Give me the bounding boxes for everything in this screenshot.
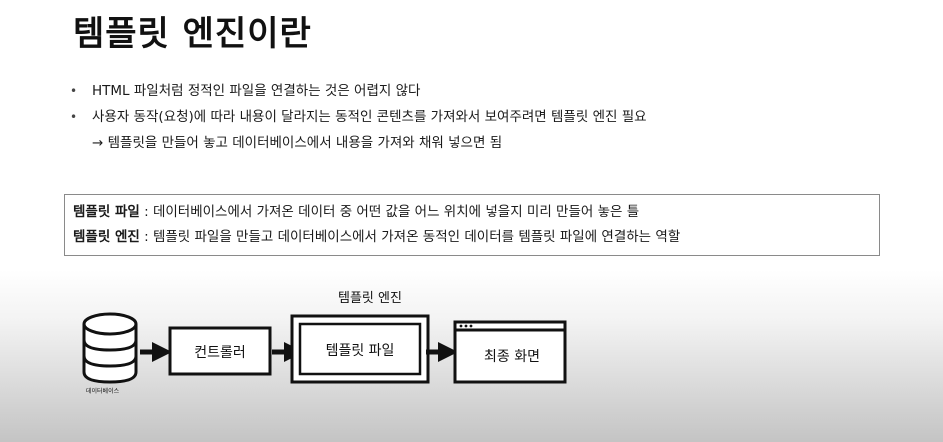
controller-box [168,326,272,376]
controller-label: 컨트롤러 [194,345,246,361]
engine-label: 템플릿 엔진 [338,291,402,306]
bullet-text: HTML 파일처럼 정적인 파일을 연결하는 것은 어렵지 않다 [92,83,421,99]
sub-point: → 템플릿을 만들어 놓고 데이터베이스에서 내용을 가져와 채워 넣으면 됨 [92,135,503,151]
definition-desc: : 템플릿 파일을 만들고 데이터베이스에서 가져온 동적인 데이터를 템플릿 … [139,229,681,245]
template-file-label: 템플릿 파일 [326,343,395,359]
flow-diagram: 데이터베이스 컨트롤러 템플릿 엔진 템플릿 파일 최종 화면 [82,291,567,395]
bullet-item: • HTML 파일처럼 정적인 파일을 연결하는 것은 어렵지 않다 [70,78,647,104]
bullet-item: • 사용자 동작(요청)에 따라 내용이 달라지는 동적인 콘텐츠를 가져와서 … [70,104,647,130]
definition-term: 템플릿 엔진 [73,229,140,245]
definition-box: 템플릿 파일 : 데이터베이스에서 가져온 데이터 중 어떤 값을 어느 위치에… [64,194,880,256]
definition-row: 템플릿 엔진 : 템플릿 파일을 만들고 데이터베이스에서 가져온 동적인 데이… [73,225,871,250]
definition-term: 템플릿 파일 [73,204,140,220]
bullet-list: • HTML 파일처럼 정적인 파일을 연결하는 것은 어렵지 않다 • 사용자… [70,78,647,156]
template-file-box [298,322,422,376]
definition-row: 템플릿 파일 : 데이터베이스에서 가져온 데이터 중 어떤 값을 어느 위치에… [73,200,871,225]
bullet-text: 사용자 동작(요청)에 따라 내용이 달라지는 동적인 콘텐츠를 가져와서 보여… [92,109,647,125]
slide-title: 템플릿 엔진이란 [73,14,312,54]
browser-window-icon [453,320,567,384]
definition-desc: : 데이터베이스에서 가져온 데이터 중 어떤 값을 어느 위치에 넣을지 미리… [139,204,640,220]
bullet-dot: • [70,110,78,124]
bullet-dot: • [70,84,78,98]
database-label: 데이터베이스 [86,387,120,395]
final-screen-label: 최종 화면 [484,349,540,365]
database-icon [82,312,138,384]
